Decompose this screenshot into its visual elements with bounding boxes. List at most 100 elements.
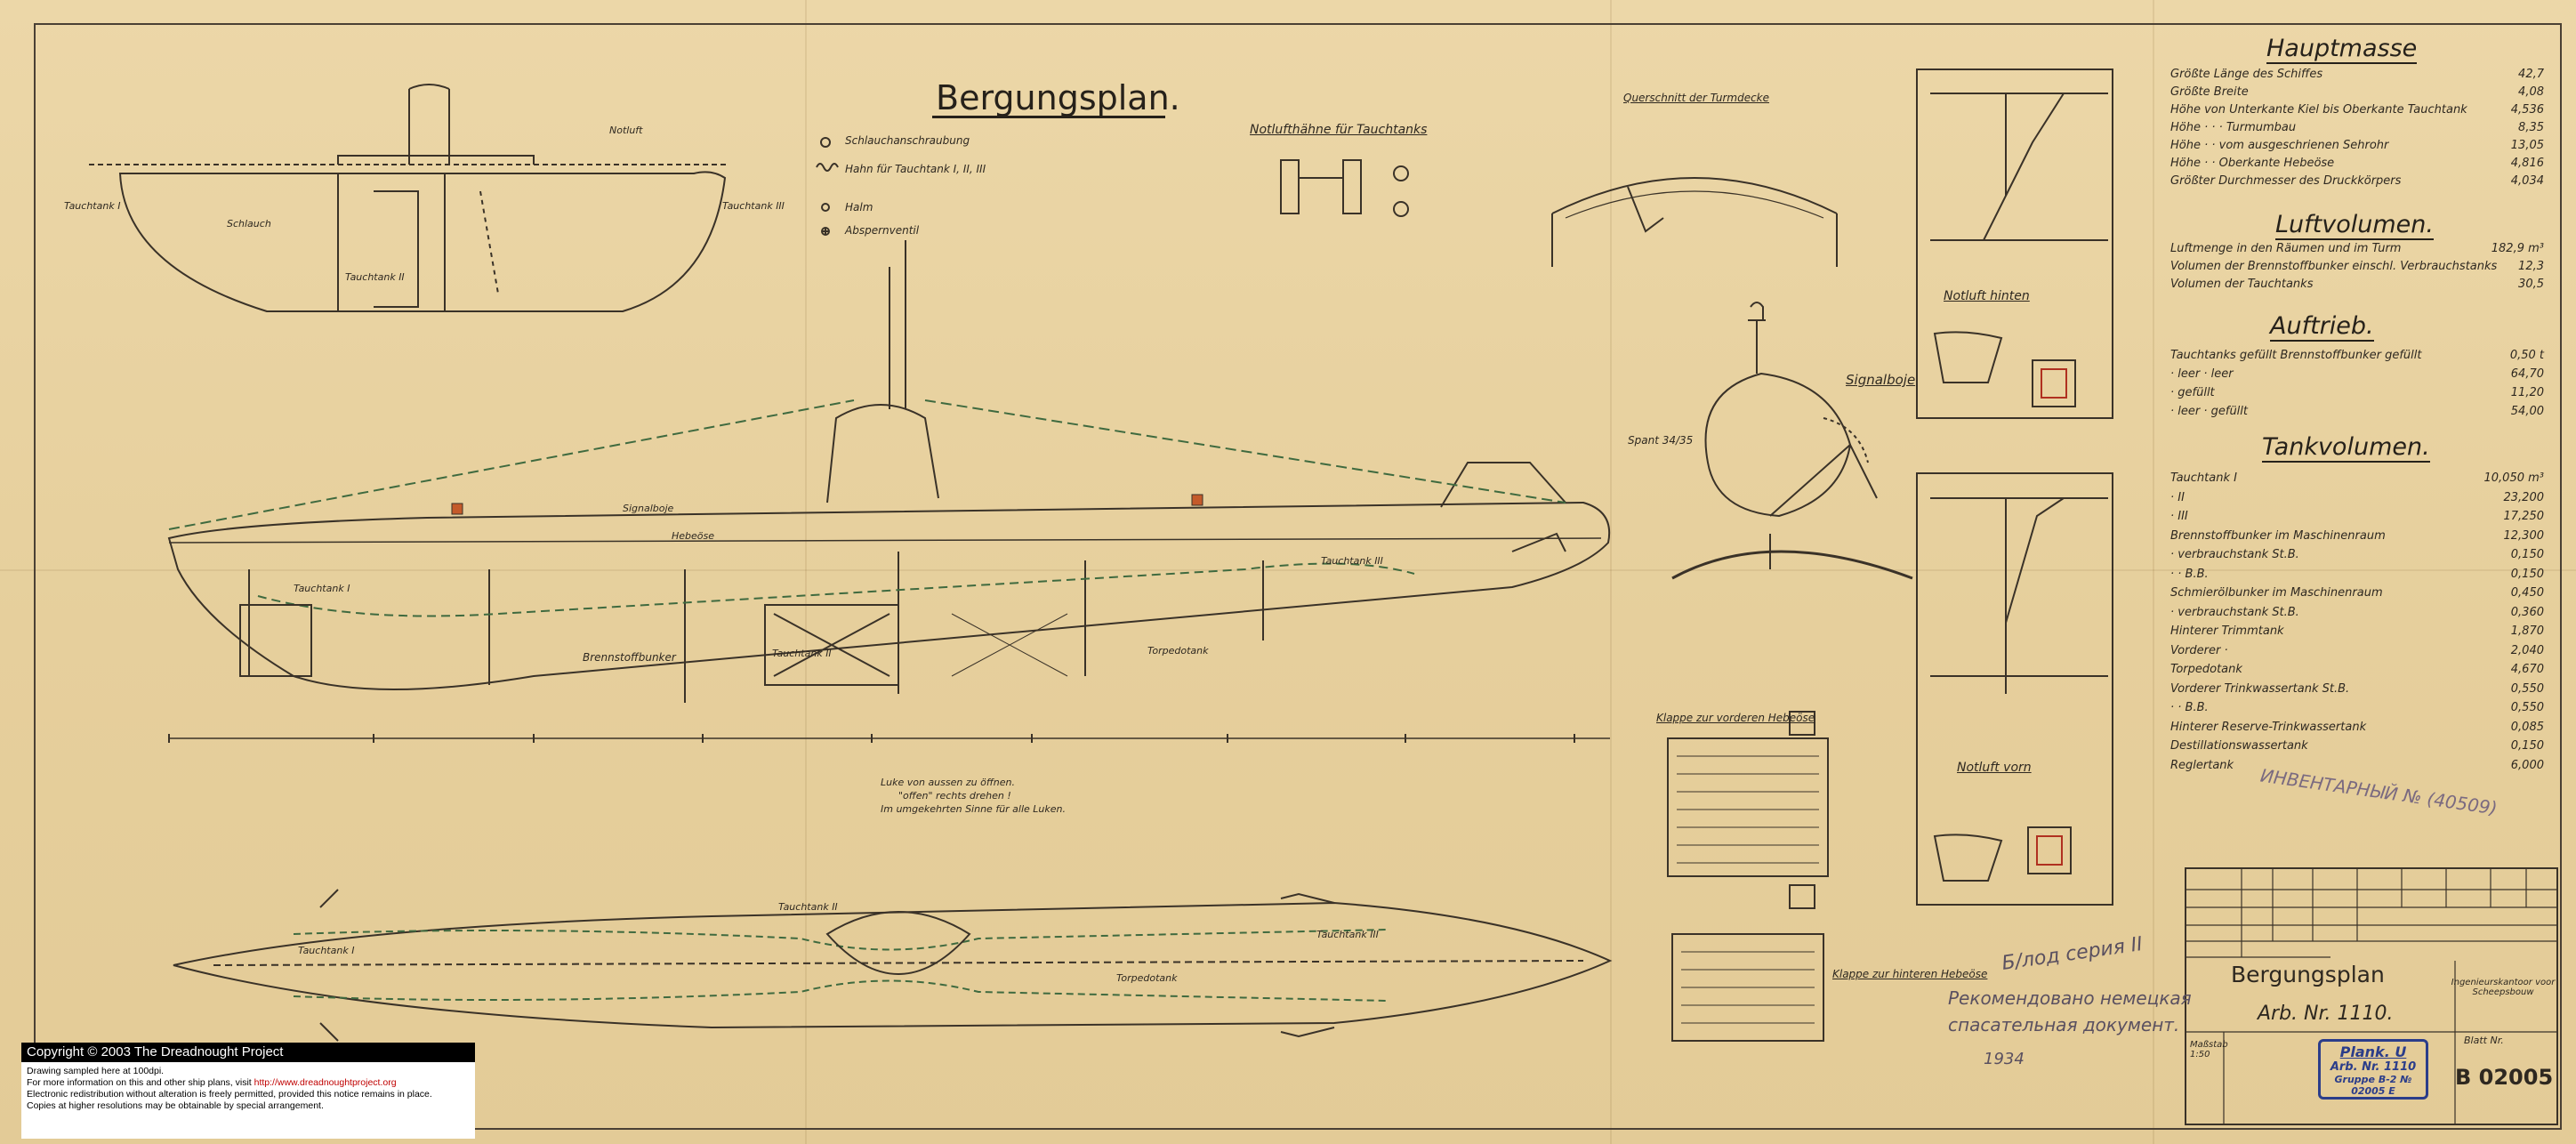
copyright-line-1: Drawing sampled here at 100dpi. (27, 1066, 165, 1076)
paper-fold (805, 0, 807, 1144)
table-row: Volumen der Brennstoffbunker einschl. Ve… (2170, 260, 2544, 279)
row-value: 13,05 (2510, 139, 2544, 152)
row-label: Größter Durchmesser des Druckkörpers (2170, 174, 2402, 188)
section-notluft-hinten: Notluft hinten (1944, 289, 2030, 303)
copyright-line-2: For more information on this and other s… (27, 1077, 397, 1088)
legend-signal: Abspernventil (845, 224, 920, 237)
row-value: 2,040 (2510, 643, 2544, 657)
row-value: 6,000 (2510, 758, 2544, 772)
row-value: 12,3 (2518, 260, 2544, 273)
row-value: 0,150 (2510, 548, 2544, 561)
table-row: Tauchtanks gefüllt Brennstoffbunker gefü… (2170, 349, 2544, 368)
table-row: · · B.B. 0,150 (2170, 568, 2544, 587)
row-value: 0,085 (2510, 720, 2544, 734)
row-label: · · B.B. (2170, 701, 2209, 714)
row-label: Höhe von Unterkante Kiel bis Oberkante T… (2170, 103, 2467, 117)
row-value: 0,150 (2510, 567, 2544, 581)
klappe-vorn-label: Klappe zur vorderen Hebeöse (1656, 712, 1815, 724)
luke-note-2: "offen" rechts drehen ! (898, 790, 1011, 802)
row-value: 11,20 (2510, 386, 2544, 399)
label-plan-tauchtank-2: Tauchtank II (778, 901, 838, 913)
row-value: 4,670 (2510, 663, 2544, 676)
row-value: 10,050 m³ (2483, 471, 2545, 485)
paper-fold (2153, 0, 2154, 1144)
office-stamp: Plank. U Arb. Nr. 1110 Gruppe B-2 № 0200… (2318, 1039, 2428, 1100)
row-value: 64,70 (2510, 367, 2544, 381)
title-block-sheet: Blatt Nr. (2464, 1035, 2504, 1046)
row-value: 0,450 (2510, 586, 2544, 600)
table-row: Höhe · · Oberkante Hebeöse 4,816 (2170, 157, 2544, 176)
title-underline (932, 116, 1165, 118)
row-label: Höhe · · Oberkante Hebeöse (2170, 157, 2335, 170)
row-value: 42,7 (2518, 68, 2544, 81)
copyright-line-4: Copies at higher resolutions may be obta… (27, 1100, 324, 1111)
table-row: Vorderer Trinkwassertank St.B.0,550 (2170, 682, 2544, 702)
row-label: Reglertank (2170, 758, 2234, 772)
row-label: · leer · leer (2170, 367, 2234, 381)
row-value: 0,360 (2510, 605, 2544, 619)
table-row: Brennstoffbunker im Maschinenraum 12,300 (2170, 529, 2544, 549)
table-row: · · B.B.0,550 (2170, 701, 2544, 721)
row-label: · · B.B. (2170, 567, 2209, 581)
row-value: 4,08 (2518, 85, 2544, 99)
section-querschnitt: Querschnitt der Turmdecke (1623, 92, 1770, 104)
stamp-line-2: Arb. Nr. 1110 (2330, 1060, 2417, 1074)
label-notluft: Notluft (609, 125, 643, 136)
row-label: · verbrauchstank St.B. (2170, 605, 2299, 619)
copyright-link[interactable]: http://www.dreadnoughtproject.org (254, 1077, 397, 1088)
row-value: 23,200 (2503, 490, 2545, 504)
row-label: Torpedotank (2170, 663, 2242, 676)
copyright-title: Copyright © 2003 The Dreadnought Project (21, 1043, 475, 1062)
row-label: Größte Breite (2170, 85, 2249, 99)
legend-hose: Schlauchanschraubung (845, 134, 970, 147)
row-label: Größte Länge des Schiffes (2170, 68, 2323, 81)
copyright-line-3: Electronic redistribution without altera… (27, 1089, 432, 1100)
copyright-notice: Copyright © 2003 The Dreadnought Project… (21, 1043, 475, 1139)
paper-fold (0, 569, 2576, 571)
label-schlauch: Schlauch (227, 218, 271, 230)
row-label: · leer · gefüllt (2170, 405, 2249, 418)
table-row: Höhe von Unterkante Kiel bis Oberkante T… (2170, 103, 2544, 123)
title-block-name: Bergungsplan (2231, 962, 2385, 987)
section-notluft-haehne: Notlufthähne für Tauchtanks (1250, 123, 1428, 137)
row-value: 0,50 t (2509, 349, 2544, 362)
klappe-hinten-label: Klappe zur hinteren Hebeöse (1832, 968, 1988, 980)
table-row: Vorderer ·2,040 (2170, 644, 2544, 664)
spant-label: Spant 34/35 (1628, 434, 1694, 447)
row-label: Brennstoffbunker im Maschinenraum (2170, 528, 2386, 543)
label-torpedotank: Torpedotank (1147, 645, 1209, 657)
row-value: 4,816 (2510, 157, 2544, 170)
table-row: Größte Länge des Schiffes 42,7 (2170, 68, 2544, 87)
paper-fold (1610, 0, 1612, 1144)
tankvolumen-title: Tankvolumen. (2262, 433, 2430, 463)
stamp-line-3: Gruppe B-2 № 02005 E (2334, 1074, 2412, 1097)
row-label: Destillationswassertank (2170, 739, 2308, 753)
pencil-note-4: 1934 (1984, 1050, 2025, 1068)
row-label: Volumen der Tauchtanks (2170, 278, 2314, 291)
row-value: 0,550 (2510, 681, 2544, 696)
stamp-line-1: Plank. U (2339, 1043, 2407, 1060)
row-label: Luftmenge in den Räumen und im Turm (2170, 242, 2402, 255)
row-value: 8,35 (2518, 121, 2544, 134)
drawing-border (34, 23, 2562, 1130)
row-label: · verbrauchstank St.B. (2170, 548, 2299, 561)
title-block-number: Arb. Nr. 1110. (2258, 1003, 2394, 1025)
section-notluft-vorn: Notluft vorn (1957, 761, 2032, 775)
row-value: 1,870 (2510, 624, 2544, 638)
table-row: · verbrauchstank St.B. 0,360 (2170, 606, 2544, 625)
label-plan-torpedotank: Torpedotank (1116, 972, 1178, 984)
row-value: 12,300 (2503, 528, 2545, 543)
row-value: 17,250 (2503, 510, 2545, 523)
label-tauchtank-3: Tauchtank III (722, 200, 785, 212)
hauptmasse-title: Hauptmasse (2266, 35, 2418, 64)
